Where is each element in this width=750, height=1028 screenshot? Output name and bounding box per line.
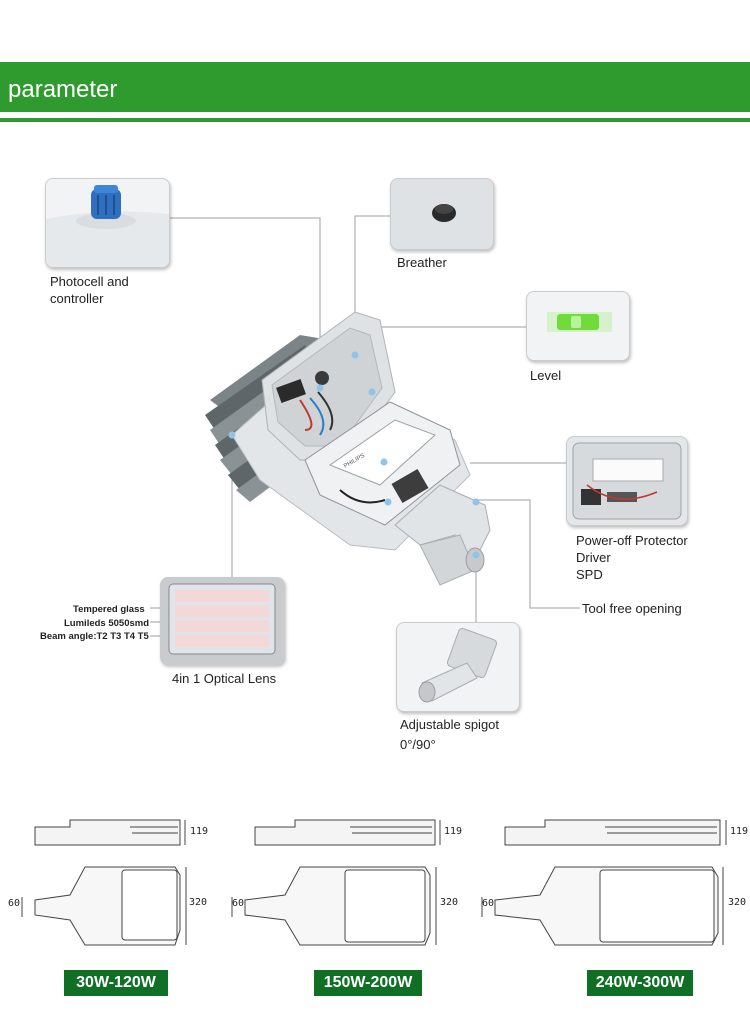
model-3-length: 320 (728, 897, 747, 908)
spigot-label-2: 0°/90° (400, 737, 436, 752)
lens-title: 4in 1 Optical Lens (172, 671, 277, 686)
wattage-badge-1: 30W-120W (64, 970, 168, 996)
lens-leds-label: Lumileds 5050smd (64, 618, 150, 629)
model-1-length: 320 (189, 897, 208, 908)
driver-image (566, 436, 688, 526)
model-1-drawing (21, 819, 187, 946)
level-image (526, 291, 630, 361)
model-3-spigot: 60 (482, 898, 495, 909)
wattage-badge-2: 150W-200W (314, 970, 422, 996)
model-1-spigot: 60 (8, 898, 21, 909)
header-underline (0, 118, 750, 122)
header-banner (0, 62, 750, 112)
photocell-label: Photocell and controller (50, 274, 129, 306)
model-2-height: 119 (444, 826, 463, 837)
spigot-image (396, 622, 520, 712)
driver-label-2: Driver (576, 550, 611, 565)
model-2-spigot: 60 (232, 898, 245, 909)
wattage-badge-3: 240W-300W (587, 970, 693, 996)
breather-label: Breather (397, 255, 447, 270)
page-title: parameter (8, 76, 118, 103)
driver-box (328, 419, 436, 486)
model-3-height: 119 (730, 826, 749, 837)
model-3-drawing (481, 819, 727, 946)
photocell-image (45, 178, 170, 268)
driver-label-1: Power-off Protector (576, 533, 688, 548)
lens-glass-label: Tempered glass (73, 604, 145, 615)
lens-beam-label: Beam angle:T2 T3 T4 T5 (40, 631, 149, 642)
spigot-label-1: Adjustable spigot (400, 717, 500, 732)
tool-free-label: Tool free opening (582, 601, 682, 616)
dimension-drawings (21, 819, 727, 946)
model-1-height: 119 (190, 826, 209, 837)
driver-label-3: SPD (576, 567, 603, 582)
model-2-drawing (231, 819, 441, 946)
model-2-length: 320 (440, 897, 459, 908)
level-label: Level (530, 368, 562, 383)
breather-image (390, 178, 494, 250)
fixture-diagram: PHILIPS (150, 215, 580, 640)
optical-lens-image (160, 577, 285, 665)
